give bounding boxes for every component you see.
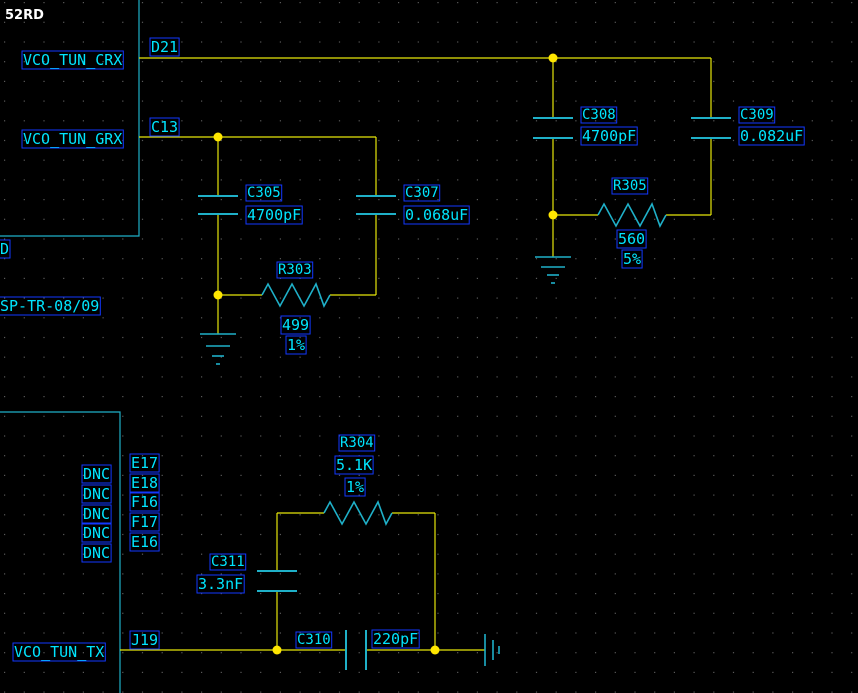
c307-ref: C307 bbox=[405, 185, 439, 201]
net-label-vco-tun-grx: VCO_TUN_GRX bbox=[23, 130, 122, 148]
label-highlight-box bbox=[580, 106, 618, 124]
ic-pin-d-label: D bbox=[0, 240, 9, 258]
grid-dots bbox=[4, 2, 853, 693]
capacitor-c308-symbol[interactable] bbox=[533, 117, 573, 139]
c310-ref: C310 bbox=[297, 632, 331, 648]
pin-label-c13: C13 bbox=[151, 118, 178, 136]
dnc-label: DNC bbox=[83, 505, 110, 523]
label-highlight-box bbox=[371, 629, 420, 649]
c309-value: 0.082uF bbox=[740, 127, 803, 145]
dnc-label: DNC bbox=[83, 465, 110, 483]
net-label-vco-tun-tx: VCO_TUN_TX bbox=[14, 643, 104, 661]
label-highlight-box bbox=[196, 574, 245, 594]
label-highlight-box bbox=[285, 335, 307, 355]
label-highlight-box bbox=[738, 126, 805, 146]
label-highlight-box bbox=[21, 50, 124, 70]
wires bbox=[120, 57, 712, 651]
capacitor-c310-symbol[interactable] bbox=[345, 630, 367, 670]
pin-label-d21: D21 bbox=[151, 38, 178, 56]
label-highlight-box bbox=[280, 315, 311, 335]
c308-value: 4700pF bbox=[582, 127, 636, 145]
c310-value: 220pF bbox=[373, 630, 418, 648]
label-highlight-box bbox=[344, 477, 366, 497]
capacitor-c309-symbol[interactable] bbox=[691, 117, 731, 139]
r304-tolerance: 1% bbox=[346, 478, 364, 496]
ground-symbol-r303 bbox=[200, 333, 236, 365]
c309-ref: C309 bbox=[740, 107, 774, 123]
pin-label-j19: J19 bbox=[131, 631, 158, 649]
net-label-vco-tun-crx: VCO_TUN_CRX bbox=[23, 51, 122, 69]
pin-label-f16: F16 bbox=[131, 493, 158, 511]
c305-value: 4700pF bbox=[247, 206, 301, 224]
r305-value: 560 bbox=[618, 230, 645, 248]
label-highlight-box bbox=[403, 205, 470, 225]
dnc-label: DNC bbox=[83, 544, 110, 562]
corner-label: 52RD bbox=[5, 8, 44, 23]
r304-value: 5.1K bbox=[336, 456, 372, 474]
label-highlight-box bbox=[295, 631, 333, 649]
label-highlight-box bbox=[129, 473, 160, 493]
resistor-r304-symbol[interactable] bbox=[323, 500, 393, 526]
ground-symbol-tx bbox=[484, 634, 500, 666]
label-highlight-box bbox=[81, 504, 112, 524]
c311-ref: C311 bbox=[211, 554, 245, 570]
ground-symbol-r305 bbox=[535, 256, 571, 284]
ic-part-label: SP-TR-08/09 bbox=[0, 297, 99, 315]
pin-label-f17: F17 bbox=[131, 513, 158, 531]
dnc-label: DNC bbox=[83, 524, 110, 542]
label-highlight-box bbox=[616, 229, 647, 249]
label-highlight-box bbox=[81, 484, 112, 504]
r303-ref: R303 bbox=[278, 262, 312, 278]
label-highlight-box bbox=[611, 177, 649, 195]
label-highlight-box bbox=[334, 455, 374, 475]
label-highlight-box bbox=[0, 239, 11, 259]
label-highlight-box bbox=[129, 532, 160, 552]
label-highlight-box bbox=[0, 296, 101, 316]
r305-tolerance: 5% bbox=[623, 250, 641, 268]
r304-ref: R304 bbox=[340, 435, 374, 451]
ic-lower-outline bbox=[0, 411, 121, 693]
c308-ref: C308 bbox=[582, 107, 616, 123]
label-highlight-box bbox=[129, 492, 160, 512]
label-highlight-box bbox=[403, 184, 441, 202]
pin-label-e16: E16 bbox=[131, 533, 158, 551]
c305-ref: C305 bbox=[247, 185, 281, 201]
label-highlight-box bbox=[276, 261, 314, 279]
junctions bbox=[213, 53, 558, 655]
pin-label-e17: E17 bbox=[131, 454, 158, 472]
ic-upper-outline bbox=[0, 0, 140, 237]
r303-value: 499 bbox=[282, 316, 309, 334]
resistor-r303-symbol[interactable] bbox=[261, 282, 331, 308]
c307-value: 0.068uF bbox=[405, 206, 468, 224]
label-highlight-box bbox=[245, 184, 283, 202]
label-highlight-box bbox=[129, 512, 160, 532]
label-highlight-box bbox=[149, 117, 180, 137]
label-highlight-box bbox=[129, 630, 160, 650]
r305-ref: R305 bbox=[613, 178, 647, 194]
r303-tolerance: 1% bbox=[287, 336, 305, 354]
label-highlight-box bbox=[12, 642, 106, 662]
capacitor-c305-symbol[interactable] bbox=[198, 195, 238, 215]
label-highlight-box bbox=[245, 205, 303, 225]
capacitor-c307-symbol[interactable] bbox=[356, 195, 396, 215]
label-highlight-box bbox=[338, 434, 376, 452]
dnc-label: DNC bbox=[83, 485, 110, 503]
label-highlight-box bbox=[149, 37, 180, 57]
capacitor-c311-symbol[interactable] bbox=[257, 570, 297, 592]
label-highlight-box bbox=[81, 543, 112, 563]
label-highlight-box bbox=[81, 523, 112, 543]
label-highlight-box bbox=[621, 249, 643, 269]
label-highlight-box bbox=[81, 464, 112, 484]
label-highlight-box bbox=[738, 106, 776, 124]
pin-label-e18: E18 bbox=[131, 474, 158, 492]
label-highlight-box bbox=[209, 553, 247, 571]
resistor-r305-symbol[interactable] bbox=[597, 202, 667, 228]
label-highlight-box bbox=[21, 129, 124, 149]
c311-value: 3.3nF bbox=[198, 575, 243, 593]
label-highlight-box bbox=[129, 453, 160, 473]
label-highlight-box bbox=[580, 126, 638, 146]
